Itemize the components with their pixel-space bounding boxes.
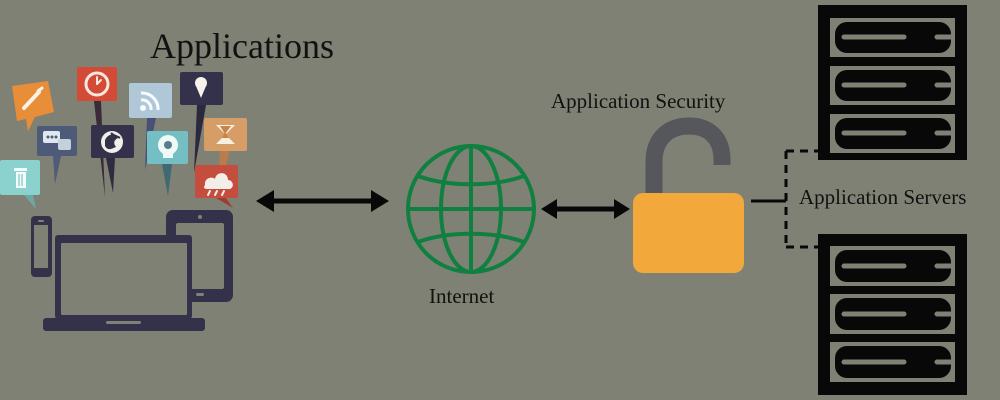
server-stack-top	[818, 5, 967, 160]
weather-icon	[195, 165, 238, 208]
globe-app-icon	[91, 125, 134, 193]
server-connector	[751, 149, 818, 249]
laptop-icon	[43, 235, 205, 331]
client-devices	[31, 210, 233, 331]
applications-label: Applications	[150, 26, 334, 66]
open-lock-icon	[633, 117, 744, 273]
pencil-icon	[12, 81, 54, 131]
webcam-icon	[147, 131, 188, 196]
internet-label: Internet	[429, 284, 495, 308]
application-servers-label: Application Servers	[799, 185, 967, 209]
internet-globe-icon	[406, 144, 536, 274]
application-security-label: Application Security	[551, 89, 726, 113]
app-internet-arrow	[256, 190, 389, 212]
application-icons	[0, 67, 247, 209]
chat-icon	[37, 126, 77, 184]
trash-icon	[0, 160, 40, 209]
internet-security-arrow	[541, 199, 630, 219]
phone-icon	[31, 216, 52, 277]
server-stack-bottom	[818, 234, 967, 395]
ice-cream-icon	[180, 72, 223, 173]
